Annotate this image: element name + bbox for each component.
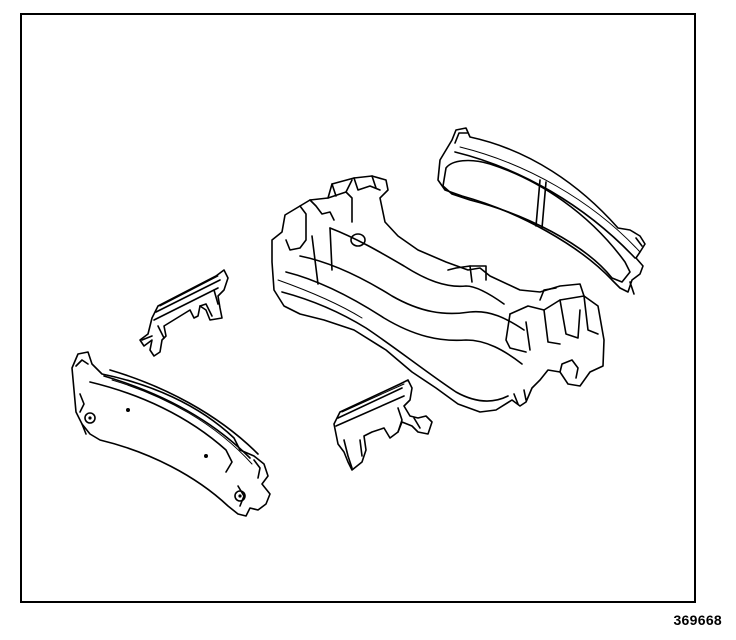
figure-number: 369668 (673, 612, 722, 628)
lower-support-spring (333, 379, 433, 471)
caliper-mounting-bracket (271, 175, 605, 413)
inboard-brake-pad (71, 351, 271, 517)
outboard-brake-pad (437, 127, 646, 295)
upper-support-spring (139, 269, 229, 357)
